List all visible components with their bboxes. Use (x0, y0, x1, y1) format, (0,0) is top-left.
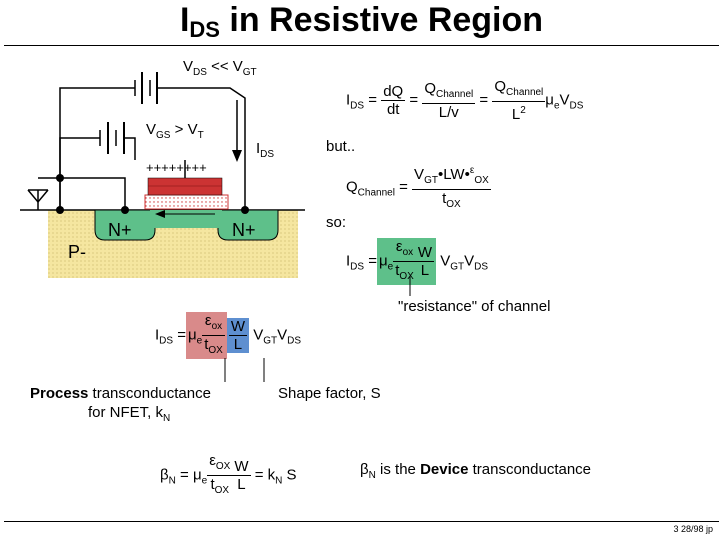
source-label: N+ (108, 220, 132, 240)
resistance-pointer-line (409, 276, 411, 296)
gate-electrode (147, 177, 223, 196)
oxide-layer (144, 194, 229, 210)
device-transconductance-label: βN is the Device transconductance (360, 461, 592, 481)
process-transconductance-label: Process transconductance (30, 385, 211, 402)
source-region (94, 209, 156, 241)
vgs-source-label: VGS > VT (146, 121, 204, 141)
process-transconductance-sublabel: for NFET, kN (88, 404, 171, 424)
channel-charge-label: - - - - - - (160, 208, 198, 220)
source-wire (60, 177, 126, 210)
shape-factor-label: Shape factor, S (278, 385, 381, 402)
gate-charge-label: ++++++++ (146, 160, 207, 175)
substrate-label: P- (68, 242, 86, 262)
resistance-label: "resistance" of channel (398, 298, 551, 315)
drain-region (217, 209, 279, 241)
but-text: but.. (326, 138, 356, 155)
vds-source-label: VDS << VGT (183, 58, 257, 78)
vgs-wire (59, 137, 100, 178)
so-text: so: (326, 214, 347, 231)
footer-date: 3 28/98 jp (673, 524, 713, 534)
factor-pointer-lines (224, 358, 265, 382)
title-rule (4, 45, 719, 46)
ids-current-label: IDS (256, 140, 275, 160)
footer-rule (4, 521, 719, 522)
page-title: IDS in Resistive Region (179, 1, 544, 42)
drain-label: N+ (232, 220, 256, 240)
